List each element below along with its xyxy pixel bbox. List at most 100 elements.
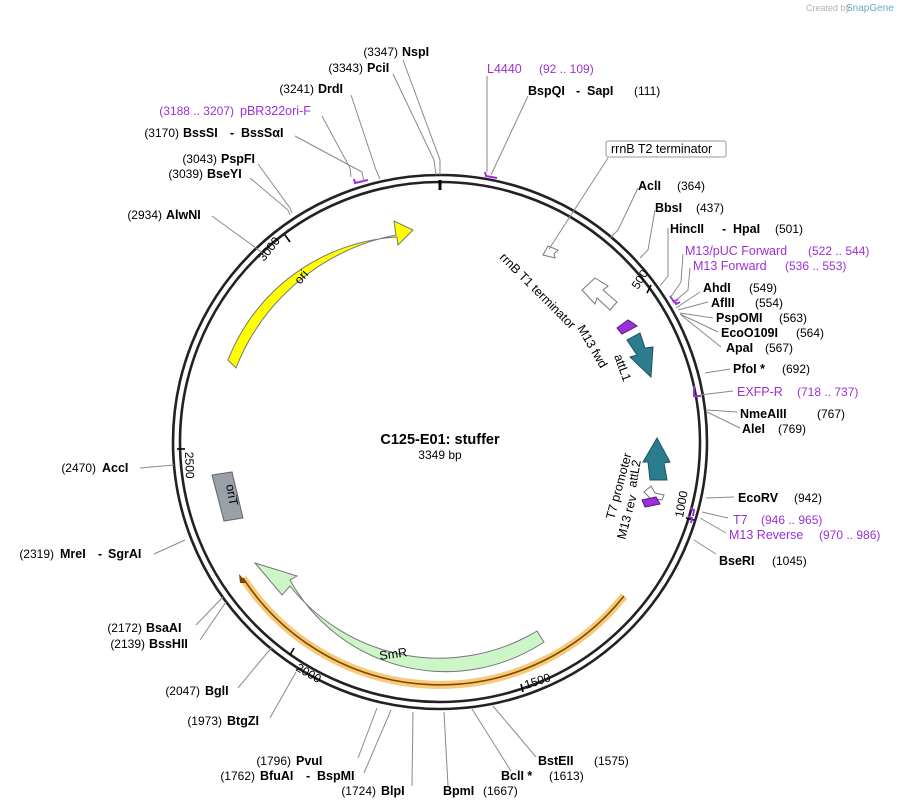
enzyme-bspqi-alt[interactable]: SapI bbox=[587, 84, 613, 98]
enzyme-ecorv[interactable]: EcoRV bbox=[738, 491, 779, 505]
enzyme-bgli-pos: (2047) bbox=[165, 684, 200, 698]
enzyme-bpmi[interactable]: BpmI bbox=[443, 784, 474, 798]
feature-ori[interactable] bbox=[227, 220, 414, 369]
enzyme-bspqi-sep: - bbox=[576, 84, 580, 98]
feature-smr[interactable] bbox=[253, 562, 545, 673]
enzyme-bcli-pos: (1613) bbox=[549, 769, 584, 783]
feature-m13-rev[interactable] bbox=[641, 496, 661, 508]
lead-blpi bbox=[411, 711, 414, 787]
enzyme-bseyi[interactable]: BseYI bbox=[207, 167, 242, 181]
primer-m13puc[interactable]: M13/pUC Forward bbox=[685, 244, 787, 258]
enzyme-bseri[interactable]: BseRI bbox=[719, 554, 754, 568]
enzyme-mrei-sep: - bbox=[98, 547, 102, 561]
enzyme-bsteii[interactable]: BstEII bbox=[538, 754, 573, 768]
enzyme-ahdi[interactable]: AhdI bbox=[703, 281, 731, 295]
enzyme-pspomi[interactable]: PspOMI bbox=[716, 311, 763, 325]
enzyme-bgli[interactable]: BglI bbox=[205, 684, 229, 698]
enzyme-aflii-pos: (554) bbox=[755, 296, 783, 310]
lead-bsaai bbox=[195, 596, 224, 626]
primer-m13rev[interactable]: M13 Reverse bbox=[729, 528, 803, 542]
feature-attl1[interactable] bbox=[626, 332, 654, 379]
enzyme-bsaai[interactable]: BsaAI bbox=[146, 621, 181, 635]
feature-orit-label: oriT bbox=[223, 483, 241, 507]
watermark-created-by: Created by bbox=[806, 3, 851, 13]
enzyme-bspqi-pos: (111) bbox=[634, 84, 660, 98]
enzyme-hincii-alt[interactable]: HpaI bbox=[733, 222, 760, 236]
lead-m13rev bbox=[699, 517, 727, 534]
lead-exfpr bbox=[699, 390, 734, 396]
primer-m13fwd[interactable]: M13 Forward bbox=[693, 259, 767, 273]
feature-m13-fwd[interactable] bbox=[616, 319, 638, 335]
enzyme-mrei-pos: (2319) bbox=[19, 547, 54, 561]
tick-label-2500: 2500 bbox=[182, 452, 197, 479]
enzyme-apai[interactable]: ApaI bbox=[726, 341, 753, 355]
lead-alei bbox=[706, 411, 741, 429]
enzyme-bfuai-alt[interactable]: BspMI bbox=[317, 769, 355, 783]
enzyme-bsaai-pos: (2172) bbox=[107, 621, 142, 635]
feature-rrnb-t2[interactable] bbox=[542, 245, 559, 259]
enzyme-bsshii[interactable]: BssHII bbox=[149, 637, 188, 651]
lead-pspomi bbox=[679, 312, 714, 319]
enzyme-bcli[interactable]: BclI * bbox=[501, 769, 532, 783]
lead-t7 bbox=[701, 511, 729, 519]
enzyme-pcii-pos: (3343) bbox=[328, 61, 363, 75]
enzyme-eco0109i[interactable]: EcoO109I bbox=[721, 326, 778, 340]
enzyme-pcii[interactable]: PciI bbox=[367, 61, 389, 75]
enzyme-drdi-pos: (3241) bbox=[279, 82, 314, 96]
feature-orit[interactable] bbox=[211, 471, 244, 522]
enzyme-bspqi[interactable]: BspQI bbox=[528, 84, 565, 98]
enzyme-nspi[interactable]: NspI bbox=[402, 45, 429, 59]
enzyme-bfuai[interactable]: BfuAI bbox=[260, 769, 293, 783]
plasmid-name: C125-E01: stuffer bbox=[380, 432, 500, 448]
enzyme-bsssi[interactable]: BssSI bbox=[183, 126, 218, 140]
enzyme-btgzi[interactable]: BtgZI bbox=[227, 714, 259, 728]
leader-lines bbox=[139, 59, 741, 787]
primer-t7[interactable]: T7 bbox=[733, 513, 748, 527]
enzyme-pfoi[interactable]: PfoI * bbox=[733, 362, 765, 376]
feature-orf-line bbox=[242, 577, 625, 686]
plasmid-length: 3349 bp bbox=[418, 448, 462, 462]
enzyme-bsssi-sep: - bbox=[230, 126, 234, 140]
enzyme-nmeaiii[interactable]: NmeAIII bbox=[740, 407, 787, 421]
lead-mrei bbox=[153, 539, 186, 555]
lead-bseri bbox=[693, 539, 717, 555]
enzyme-pvui[interactable]: PvuI bbox=[296, 754, 322, 768]
feature-rrnb-t1[interactable] bbox=[581, 277, 618, 311]
enzyme-blpi-pos: (1724) bbox=[341, 784, 376, 798]
feature-attl2[interactable] bbox=[642, 436, 671, 481]
enzyme-pspfi[interactable]: PspFI bbox=[221, 152, 255, 166]
lead-apai bbox=[680, 314, 722, 348]
enzyme-acci[interactable]: AccI bbox=[102, 461, 128, 475]
enzyme-bsteii-pos: (1575) bbox=[594, 754, 629, 768]
primer-exfpr[interactable]: EXFP-R bbox=[737, 385, 783, 399]
enzyme-hincii-pos: (501) bbox=[775, 222, 803, 236]
primer-pbr322[interactable]: pBR322ori-F bbox=[240, 104, 311, 118]
enzyme-bbsi[interactable]: BbsI bbox=[655, 201, 682, 215]
primer-l4440[interactable]: L4440 bbox=[487, 62, 522, 76]
enzyme-hincii[interactable]: HincII bbox=[670, 222, 704, 236]
lead-nmeaiii bbox=[706, 409, 738, 413]
feature-ori-label: ori bbox=[292, 267, 312, 287]
enzyme-ahdi-pos: (549) bbox=[749, 281, 777, 295]
enzyme-nmeaiii-pos: (767) bbox=[817, 407, 845, 421]
enzyme-aflii[interactable]: AflII bbox=[711, 296, 735, 310]
enzyme-alwni[interactable]: AlwNI bbox=[166, 208, 201, 222]
enzyme-mrei-alt[interactable]: SgrAI bbox=[108, 547, 141, 561]
enzyme-acli[interactable]: AclI bbox=[638, 179, 661, 193]
enzyme-btgzi-pos: (1973) bbox=[187, 714, 222, 728]
lead-ecorv bbox=[705, 496, 735, 499]
lead-bpmi bbox=[443, 711, 449, 787]
enzyme-drdi[interactable]: DrdI bbox=[318, 82, 343, 96]
feature-m13-fwd-label: M13 fwd bbox=[574, 323, 610, 371]
primer-pbr322-pos: (3188 .. 3207) bbox=[159, 104, 234, 118]
feature-rrnb-t2-label: rrnB T2 terminator bbox=[611, 142, 712, 156]
primer-m13puc-pos: (522 .. 544) bbox=[808, 244, 869, 258]
lead-aflii bbox=[677, 301, 709, 311]
enzyme-bpmi-pos: (1667) bbox=[483, 784, 518, 798]
enzyme-blpi[interactable]: BlpI bbox=[381, 784, 405, 798]
enzyme-alei[interactable]: AleI bbox=[742, 422, 765, 436]
lead-bcli bbox=[471, 708, 512, 772]
enzyme-bsssi-alt[interactable]: BssSαI bbox=[241, 126, 283, 140]
enzyme-mrei[interactable]: MreI bbox=[60, 547, 86, 561]
lead-bspqi bbox=[490, 95, 529, 176]
